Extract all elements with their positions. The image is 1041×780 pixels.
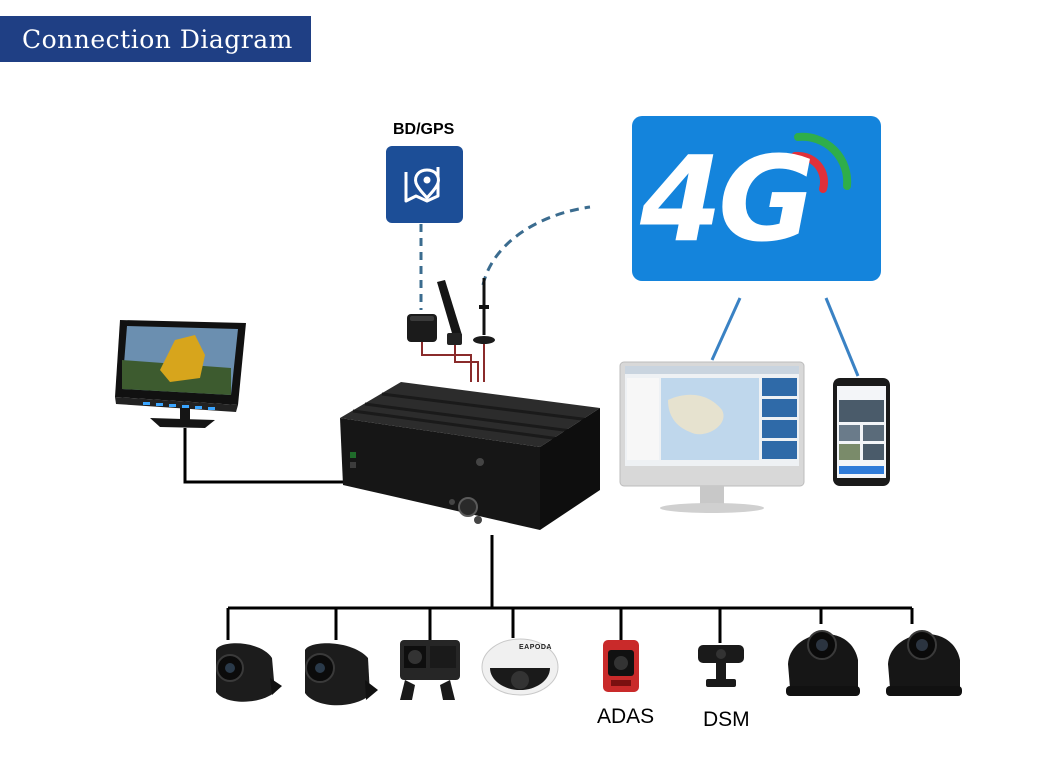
map-pin-icon	[404, 167, 440, 203]
monitor-device	[115, 320, 246, 428]
dsm-label: DSM	[703, 708, 750, 731]
title-banner: Connection Diagram	[0, 16, 311, 62]
network-tile	[632, 116, 881, 281]
connection-lines	[183, 205, 914, 643]
dome-camera-2	[886, 630, 962, 696]
dome-brand-label: EAPODA	[519, 644, 552, 651]
network-phone-link	[824, 297, 860, 377]
gps-label: BD/GPS	[393, 121, 455, 138]
side-camera-2	[305, 643, 378, 706]
dvr-device	[340, 382, 600, 530]
rear-view-camera	[400, 640, 460, 700]
smartphone	[833, 378, 890, 486]
dsm-camera	[698, 645, 744, 687]
cellular-antenna-icon	[473, 278, 495, 344]
wifi-antenna-icon	[437, 280, 462, 345]
network-pc-link	[710, 297, 742, 361]
side-camera-1	[216, 643, 282, 702]
desktop-monitor	[619, 361, 805, 513]
adas-camera	[603, 640, 639, 692]
gps-antenna-icon	[407, 314, 437, 342]
dome-camera-1	[786, 630, 860, 696]
network-label: 4G	[640, 130, 815, 268]
page-title: Connection Diagram	[22, 24, 293, 54]
monitor-link	[183, 428, 362, 484]
wireless-dashed-link	[481, 205, 591, 286]
dome-camera-small	[481, 638, 559, 696]
signal-arc-icon	[791, 132, 852, 193]
adas-label: ADAS	[597, 705, 655, 728]
gps-tile	[386, 146, 463, 223]
